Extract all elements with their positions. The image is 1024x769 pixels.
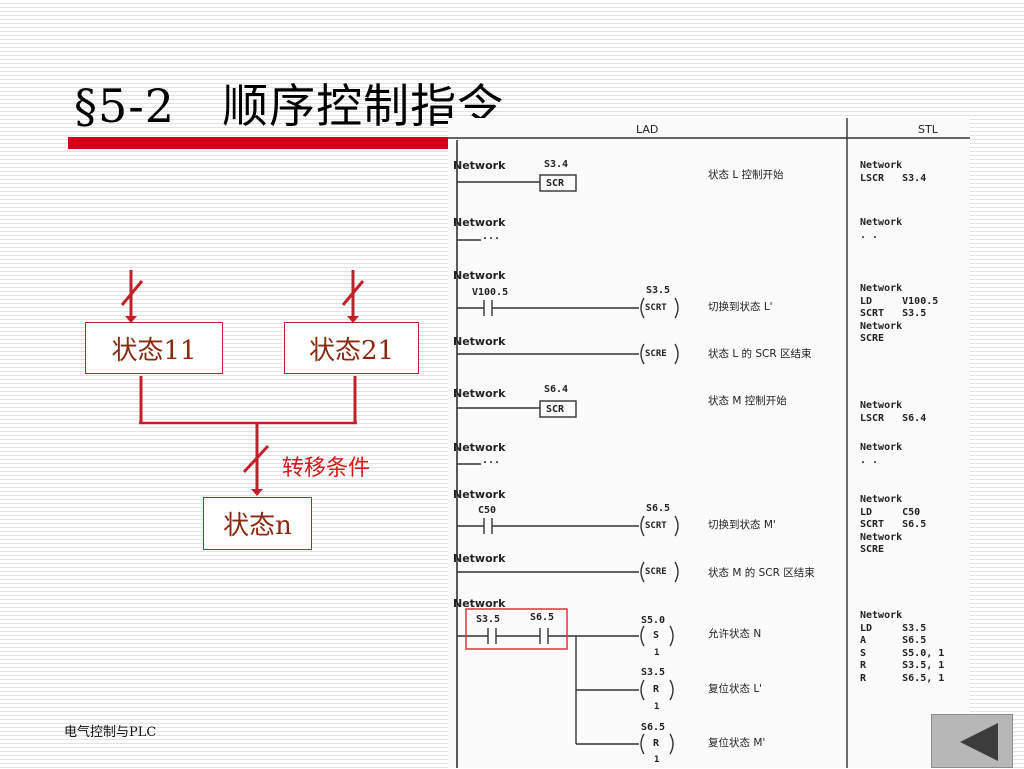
scr-box-label: SCR xyxy=(546,178,565,189)
coil-type: R xyxy=(653,738,660,749)
comment: 切换到状态 L' xyxy=(708,301,773,313)
contact-operand: V100.5 xyxy=(472,287,509,298)
stl-code: Network . . xyxy=(860,217,903,241)
stl-code: Network LD S3.5 A S6.5 S S5.0, 1 R S3.5,… xyxy=(860,610,945,684)
coil-count: 1 xyxy=(654,648,660,658)
comment: 允许状态 N xyxy=(708,628,762,640)
footer-course-name: 电气控制与PLC xyxy=(64,725,157,740)
stl-code: Network LSCR S6.4 xyxy=(860,400,927,424)
comment: 复位状态 M' xyxy=(708,737,766,749)
continuation-dots: ... xyxy=(482,455,501,466)
network-label: Network xyxy=(453,335,506,348)
network-label: Network xyxy=(453,269,506,282)
comment: 状态 L 控制开始 xyxy=(708,169,784,181)
operand: S6.4 xyxy=(544,384,569,395)
highlight-contacts xyxy=(465,608,568,650)
network-label: Network xyxy=(453,387,506,400)
lad-header: LAD xyxy=(636,123,659,136)
scre-coil-label: SCRE xyxy=(645,349,667,359)
comment: 复位状态 L' xyxy=(708,683,763,695)
tick-state-11 xyxy=(120,280,144,306)
stl-code: Network LD C50 SCRT S6.5 Network SCRE xyxy=(860,494,927,555)
contact-operand: S3.5 xyxy=(476,614,501,625)
arrow-state-n xyxy=(251,489,263,496)
stl-code: Network . . xyxy=(860,442,903,466)
transition-tick xyxy=(242,444,270,474)
arrow-state-11 xyxy=(125,316,137,323)
network-label: Network xyxy=(453,159,506,172)
scrt-coil-label: SCRT xyxy=(645,521,667,531)
scre-coil-label: SCRE xyxy=(645,567,667,577)
coil-type: S xyxy=(653,630,660,641)
coil-count: 1 xyxy=(654,702,660,712)
lad-stl-table: LAD STL Network S3.4 SCR 状态 L 控制开始 Netwo… xyxy=(448,118,970,768)
operand: S3.4 xyxy=(544,159,569,170)
ladder-lines xyxy=(448,118,970,768)
operand: S6.5 xyxy=(646,503,671,514)
continuation-dots: ... xyxy=(482,231,501,242)
coil-type: R xyxy=(653,684,660,695)
scr-box-label: SCR xyxy=(546,404,565,415)
network-label: Network xyxy=(453,552,506,565)
network-label: Network xyxy=(453,488,506,501)
back-arrow-icon xyxy=(960,723,998,761)
coil-operand: S6.5 xyxy=(641,722,666,733)
state-21-label: 状态21 xyxy=(308,335,395,366)
tick-state-21 xyxy=(341,280,365,306)
title-underline-bar xyxy=(68,137,450,149)
state-n-label: 状态n xyxy=(223,511,292,541)
coil-operand: S5.0 xyxy=(641,615,666,626)
arrow-state-21 xyxy=(347,316,359,323)
comment: 状态 M 的 SCR 区结束 xyxy=(708,567,815,579)
coil-operand: S3.5 xyxy=(641,667,666,678)
stl-code: Network LD V100.5 SCRT S3.5 Network SCRE xyxy=(860,283,939,344)
slide-title: §5-2 顺序控制指令 xyxy=(74,79,505,133)
coil-count: 1 xyxy=(654,755,660,765)
stl-code: Network LSCR S3.4 xyxy=(860,160,927,184)
state-11-label: 状态11 xyxy=(111,335,197,366)
network-label: Network xyxy=(453,216,506,229)
comment: 状态 L 的 SCR 区结束 xyxy=(708,348,812,360)
transition-condition-label: 转移条件 xyxy=(282,456,371,481)
contact-operand: C50 xyxy=(478,505,497,516)
transition-diagram xyxy=(120,270,365,496)
contact-operand: S6.5 xyxy=(530,612,555,623)
scrt-coil-label: SCRT xyxy=(645,303,667,313)
comment: 状态 M 控制开始 xyxy=(708,395,787,407)
stl-header: STL xyxy=(918,123,938,136)
operand: S3.5 xyxy=(646,285,671,296)
state-11-box: 状态11 xyxy=(85,322,223,374)
state-n-box: 状态n xyxy=(203,497,312,550)
state-21-box: 状态21 xyxy=(284,322,419,374)
network-label: Network xyxy=(453,441,506,454)
comment: 切换到状态 M' xyxy=(708,519,776,531)
previous-slide-button[interactable] xyxy=(931,714,1013,768)
network-label: Network xyxy=(453,597,506,610)
